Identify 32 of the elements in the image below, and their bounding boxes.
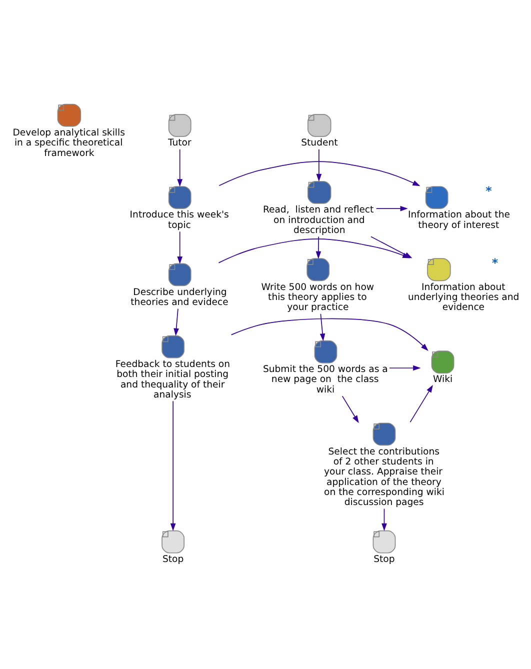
node-label: Describe underlying theories and evidece [130,286,228,308]
arrow [342,396,359,424]
arrow [230,318,428,351]
arrow [382,508,387,532]
node-label: * [486,184,492,198]
node-label: Stop [374,554,395,566]
node-label: Stop [162,554,184,566]
arrow [177,148,183,187]
arrow [316,236,322,259]
node-label: Submit the 500 words as a new page on the class wiki [262,364,388,396]
node-label: Select the contributions of 2 other students in your class. Appraise their application of the theory on the corresponding wiki discussion pages [324,446,444,508]
arrow [376,206,408,212]
node-label: Write 500 words on how this theory applies to your practice [261,282,374,314]
node-label: Wiki [433,374,453,386]
node-label: Develop analytical skills in a specific theoretical framework [12,127,125,159]
node-label: Student [301,138,338,149]
node-label: Read, listen and reflect on introduction and description [262,204,374,236]
node-label: Information about underlying theories and evidence [408,282,520,314]
node-label: Information about the theory of interest [408,210,510,231]
node-label: Feedback to students on both their initial posting and thequality of their analysis [115,358,230,401]
arrow [177,231,183,264]
arrow [174,308,179,336]
node-label: Introduce this week's topic [130,210,229,231]
arrow [218,161,420,186]
arrow [218,238,410,264]
arrow [170,400,176,532]
node-label: * [492,256,498,270]
arrow [389,365,421,371]
arrow [316,148,322,182]
arrow [320,313,326,342]
node-label: Tutor [168,138,192,149]
arrow [410,384,433,423]
